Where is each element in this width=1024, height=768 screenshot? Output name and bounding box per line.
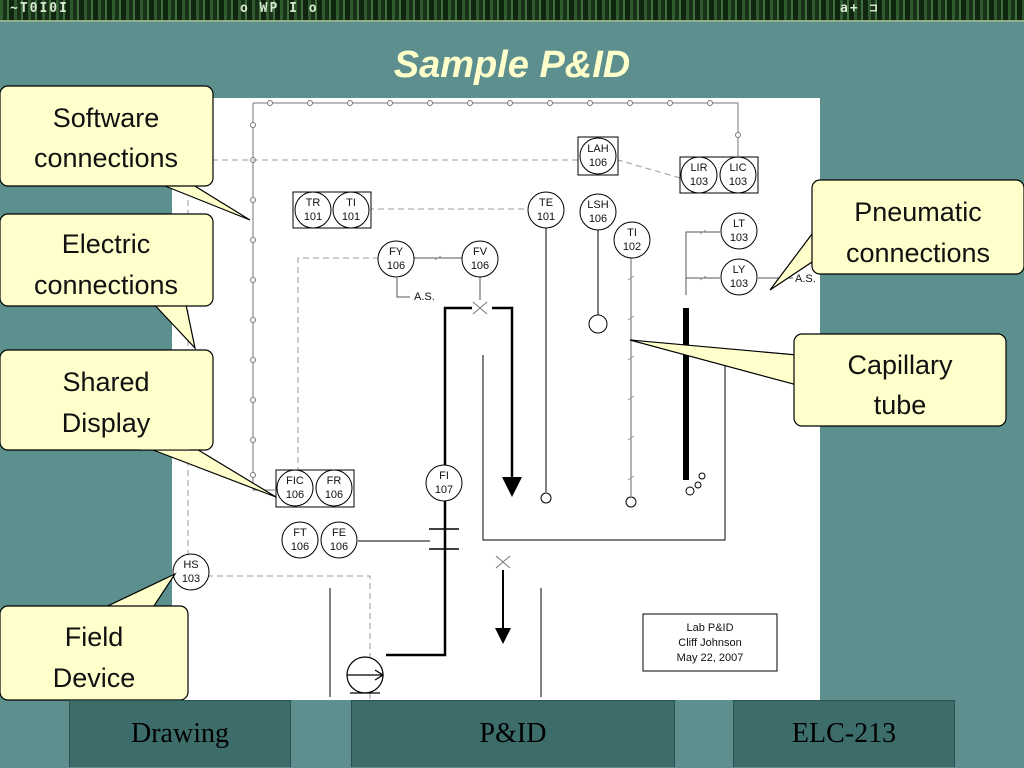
air-supply-label-ly: A.S. (795, 273, 816, 285)
tag-ly-number: 103 (730, 278, 748, 290)
tag-fe-number: 106 (330, 541, 348, 553)
header-band-text-right: a+ ⊐ (840, 1, 880, 16)
tag-lt-number: 103 (730, 232, 748, 244)
tag-lir-letters: LIR (690, 162, 707, 174)
instrument-tags: LAH 106 LIR 103 LIC 103 TR 101 TI 101 TE… (182, 143, 748, 585)
callout-shared-line-1: Shared (62, 367, 149, 397)
callout-electric-line-1: Electric (62, 229, 151, 259)
tag-ti101-letters: TI (346, 197, 356, 209)
callout-capillary-line-1: Capillary (847, 350, 953, 380)
tag-lt-letters: LT (733, 218, 745, 230)
callout-capillary-line-2: tube (874, 390, 927, 420)
callout-field-device: Field Device (0, 572, 189, 701)
tag-ti102-number: 102 (623, 241, 641, 253)
tag-ft-number: 106 (291, 541, 309, 553)
tag-fic-number: 106 (286, 489, 304, 501)
tag-fi-number: 107 (435, 484, 453, 496)
tag-te-letters: TE (539, 197, 553, 209)
tag-fic-letters: FIC (286, 475, 304, 487)
callout-shared-line-2: Display (62, 408, 151, 438)
circuit-board-header-band: ~T0I0I o WP I o a+ ⊐ (0, 0, 1024, 22)
air-supply-label-fy: A.S. (414, 291, 435, 303)
tag-ti101-number: 101 (342, 211, 360, 223)
tag-fv-number: 106 (471, 260, 489, 272)
callout-pneumatic: Pneumatic connections (769, 179, 1024, 291)
footer-tab-drawing: Drawing (69, 700, 291, 767)
tag-ft-letters: FT (293, 527, 307, 539)
shared-display-bubbles (276, 137, 757, 507)
tag-lir-number: 103 (690, 176, 708, 188)
process-piping (329, 228, 793, 697)
tag-fe-letters: FE (332, 527, 346, 539)
tag-lah-number: 106 (589, 157, 607, 169)
tag-ly-letters: LY (733, 264, 746, 276)
callout-capillary: Capillary tube (629, 333, 1007, 427)
tag-lic-letters: LIC (729, 162, 746, 174)
tag-tr-number: 101 (304, 211, 322, 223)
title-block-line-1: Lab P&ID (686, 622, 733, 634)
callout-pneumatic-line-1: Pneumatic (854, 197, 982, 227)
callout-software-line-1: Software (53, 103, 160, 133)
tag-fy-number: 106 (387, 260, 405, 272)
footer-tab-pid: P&ID (351, 700, 675, 767)
tag-te-number: 101 (537, 211, 555, 223)
tag-ti102-letters: TI (627, 227, 637, 239)
callout-software-line-2: connections (34, 143, 178, 173)
callout-shared-display: Shared Display (0, 349, 277, 498)
shared-display-boxes (275, 136, 759, 508)
tag-fy-letters: FY (389, 246, 404, 258)
callout-electric-line-2: connections (34, 270, 178, 300)
tag-fr-number: 106 (325, 489, 343, 501)
capillary-tube-ticks (434, 229, 707, 481)
callout-electric: Electric connections (0, 213, 214, 350)
slide-title: Sample P&ID (393, 44, 631, 86)
callout-pneumatic-line-2: connections (846, 238, 990, 268)
software-connection-lines (250, 100, 741, 491)
tag-fi-letters: FI (439, 470, 449, 482)
tag-lic-number: 103 (729, 176, 747, 188)
electric-connection-lines (172, 159, 681, 700)
tag-tr-letters: TR (306, 197, 321, 209)
tag-lsh-number: 106 (589, 213, 607, 225)
tag-hs-number: 103 (182, 573, 200, 585)
callout-field-line-2: Device (53, 663, 136, 693)
header-band-text-left: ~T0I0I (10, 1, 69, 16)
footer-tab-course: ELC-213 (733, 700, 955, 767)
title-block-line-2: Cliff Johnson (678, 637, 741, 649)
tag-lah-letters: LAH (587, 143, 608, 155)
field-instrument-bubbles (172, 191, 758, 591)
tag-fr-letters: FR (327, 475, 342, 487)
tag-hs-letters: HS (183, 559, 198, 571)
callout-field-line-1: Field (65, 622, 124, 652)
header-band-text-mid: o WP I o (240, 1, 319, 16)
callout-software: Software connections (0, 85, 251, 221)
title-block-line-3: May 22, 2007 (677, 652, 744, 664)
tag-fv-letters: FV (473, 246, 488, 258)
pid-drawing-sheet (172, 98, 820, 700)
title-block: Lab P&ID Cliff Johnson May 22, 2007 (642, 613, 778, 672)
tag-lsh-letters: LSH (587, 199, 608, 211)
